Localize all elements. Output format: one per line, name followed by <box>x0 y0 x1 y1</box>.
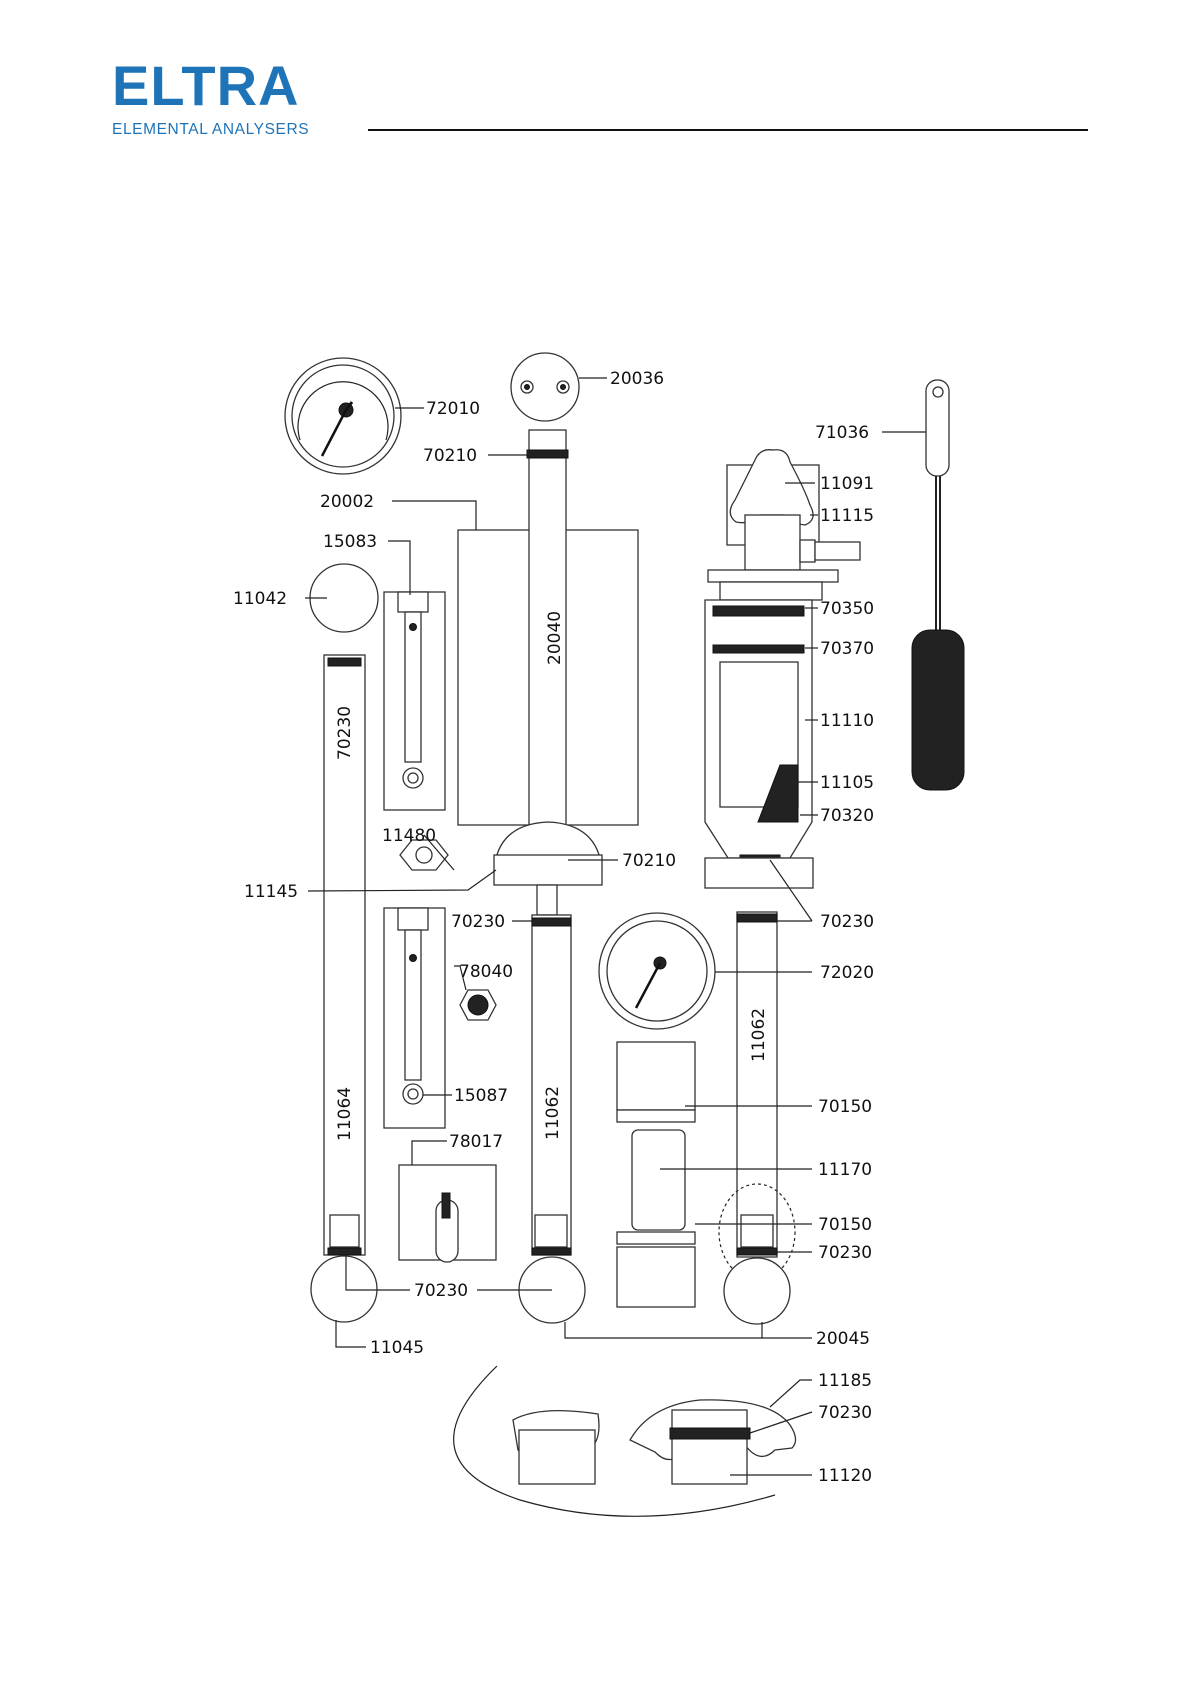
label-70370: 70370 <box>820 639 874 659</box>
label-20036: 20036 <box>610 369 664 389</box>
tube-label-11064: 11064 <box>335 1087 355 1141</box>
inset-detail <box>454 1366 796 1516</box>
label-11120: 11120 <box>818 1466 872 1486</box>
label-70210-bottom: 70210 <box>622 851 676 871</box>
knob-20036 <box>511 353 579 421</box>
label-11480: 11480 <box>382 826 436 846</box>
pressure-gauge-72010 <box>285 358 401 474</box>
tube-label-11062-right: 11062 <box>749 1008 769 1062</box>
label-11110: 11110 <box>820 711 874 731</box>
label-71036: 71036 <box>815 423 869 443</box>
tube-label-20040: 20040 <box>545 611 565 665</box>
tube-label-11062-middle: 11062 <box>543 1086 563 1140</box>
label-78040: 78040 <box>459 962 513 982</box>
label-20045: 20045 <box>816 1329 870 1349</box>
cleaning-brush-71036 <box>912 380 964 790</box>
label-70320: 70320 <box>820 806 874 826</box>
label-72020: 72020 <box>820 963 874 983</box>
label-78017: 78017 <box>449 1132 503 1152</box>
tube-11062-right <box>719 912 795 1324</box>
filter-housing-11170 <box>617 1042 695 1307</box>
label-15087: 15087 <box>454 1086 508 1106</box>
tube-label-70230: 70230 <box>335 706 355 760</box>
label-72010: 72010 <box>426 399 480 419</box>
nut-78040 <box>460 990 496 1020</box>
label-11045: 11045 <box>370 1338 424 1358</box>
label-20002: 20002 <box>320 492 374 512</box>
label-11170: 11170 <box>818 1160 872 1180</box>
label-11115: 11115 <box>820 506 874 526</box>
label-70230-lower-right: 70230 <box>818 1243 872 1263</box>
label-70150-bottom: 70150 <box>818 1215 872 1235</box>
label-70230-right: 70230 <box>820 912 874 932</box>
label-11042: 11042 <box>233 589 287 609</box>
label-70150-top: 70150 <box>818 1097 872 1117</box>
label-11185: 11185 <box>818 1371 872 1391</box>
flowmeter-15083 <box>384 592 445 810</box>
label-70210-top: 70210 <box>423 446 477 466</box>
label-11145: 11145 <box>244 882 298 902</box>
pressure-gauge-72020 <box>599 913 715 1029</box>
label-11091: 11091 <box>820 474 874 494</box>
label-70350: 70350 <box>820 599 874 619</box>
tube-11064 <box>310 564 378 1322</box>
label-70230-bottom: 70230 <box>414 1281 468 1301</box>
selector-switch-78017 <box>399 1165 496 1262</box>
label-15083: 15083 <box>323 532 377 552</box>
label-70230-inset: 70230 <box>818 1403 872 1423</box>
label-11105: 11105 <box>820 773 874 793</box>
label-70230-middle: 70230 <box>451 912 505 932</box>
